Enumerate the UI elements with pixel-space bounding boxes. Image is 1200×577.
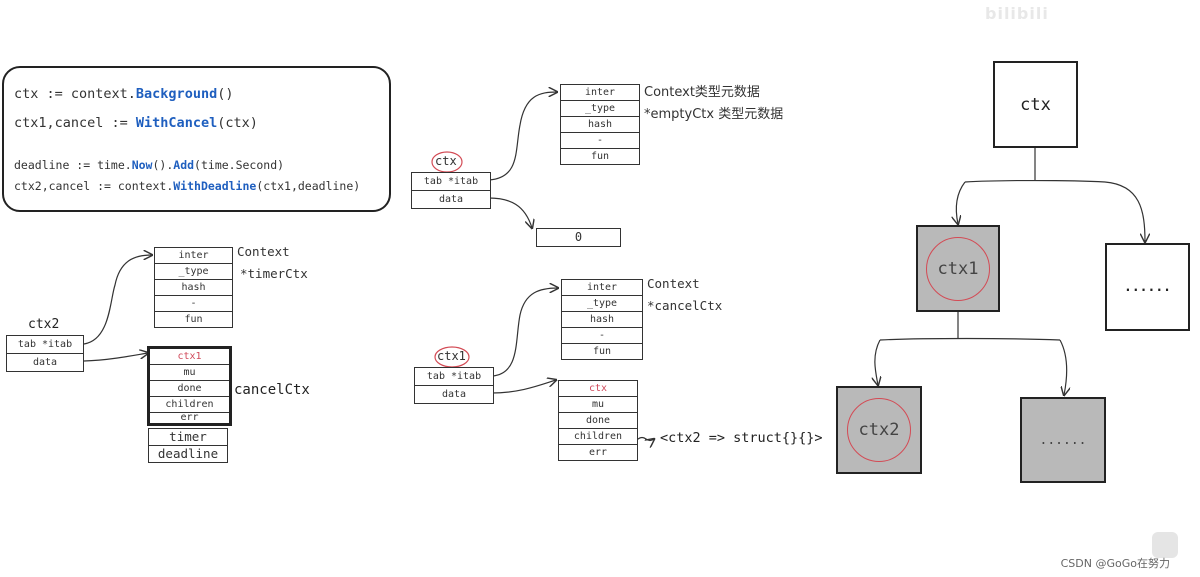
cancel-field-mu: mu [559,396,637,412]
deadline-field: deadline [149,445,227,462]
code-line-1: ctx := context.Background() [14,86,234,102]
itab-type: _type [561,100,639,116]
cancelctx-embedded-table: ctx1 mu done children err [147,346,232,426]
ctx-interface-box: tab *itab data [411,172,491,209]
itab-inter: inter [178,250,209,261]
itab-type: _type [155,263,232,279]
itab-inter: inter [586,282,618,293]
itab-dash: - [562,327,642,343]
timer-field: timer [169,429,207,444]
ctx1-circle: ctx1 [926,236,990,301]
timer-type-label2: *timerCtx [240,266,308,281]
itab-hash: hash [561,116,639,132]
ctx2-var-label: ctx2 [28,317,60,332]
tree-sibling2-label: ...... [1039,432,1087,448]
cancel-type-label2: *cancelCtx [647,298,723,313]
cancelctx-label: cancelCtx [234,382,310,398]
empty-type-label1: Context类型元数据 [644,85,760,100]
tree-node-root: ctx [993,61,1078,148]
cancel-field-ctx: ctx [588,383,608,394]
iface-tab-row: tab *itab [426,371,482,382]
code-box: ctx := context.Background() ctx1,cancel … [2,66,391,212]
itab-hash: hash [562,311,642,327]
cancel-field-children: children [559,428,637,444]
cancel-field-err: err [150,412,229,423]
cancel-field-mu: mu [150,364,229,380]
ctx-var-label: ctx [435,154,457,168]
iface-data-row: data [415,385,493,403]
itab-fun: fun [562,343,642,359]
tree-node-sibling1: ...... [1105,243,1190,331]
empty-data-value: 0 [574,230,583,244]
cancel-itab-table: inter _type hash - fun [561,279,643,360]
itab-fun: fun [155,311,232,327]
tree-root-label: ctx [1020,94,1051,115]
cancel-type-label1: Context [647,276,700,291]
itab-type: _type [562,295,642,311]
itab-hash: hash [155,279,232,295]
itab-dash: - [561,132,639,148]
footer-credit: CSDN @GoGo在努力 [1060,557,1170,570]
tree-sibling1-label: ...... [1124,279,1171,295]
ctx2-circle: ctx2 [847,398,911,462]
itab-inter: inter [584,87,616,98]
ctx2-interface-box: tab *itab data [6,335,84,372]
tree-node-sibling2: ...... [1020,397,1106,483]
timer-type-label1: Context [237,244,290,259]
tree-ctx1-label: ctx1 [937,258,979,279]
empty-data-box: 0 [536,228,621,247]
tree-node-ctx1: ctx1 [916,225,1000,312]
iface-tab-row: tab *itab [423,176,479,187]
tree-ctx2-label: ctx2 [858,420,900,440]
watermark: bilibili [985,4,1049,23]
children-note: <ctx2 => struct{}{}> [660,430,823,446]
empty-type-label2: *emptyCtx 类型元数据 [644,107,784,122]
timer-fields-table: timer deadline [148,428,228,463]
iface-data-row: data [7,353,83,371]
empty-itab-table: inter _type hash - fun [560,84,640,165]
cancel-field-done: done [150,380,229,396]
cancel-field-done: done [559,412,637,428]
itab-dash: - [155,295,232,311]
itab-fun: fun [561,148,639,164]
code-line-2: ctx1,cancel := WithCancel(ctx) [14,115,258,131]
iface-tab-row: tab *itab [17,339,73,350]
cancel-field-children: children [150,396,229,412]
code-line-4: ctx2,cancel := context.WithDeadline(ctx1… [14,179,361,193]
timer-itab-table: inter _type hash - fun [154,247,233,328]
tree-node-ctx2: ctx2 [836,386,922,474]
code-line-3: deadline := time.Now().Add(time.Second) [14,158,285,172]
cancelctx-table: ctx mu done children err [558,380,638,461]
play-icon[interactable] [1152,532,1178,558]
cancel-field-ctx1: ctx1 [177,351,202,362]
ctx1-var-label: ctx1 [437,349,466,363]
cancel-field-err: err [559,444,637,460]
iface-data-row: data [412,190,490,208]
ctx1-interface-box: tab *itab data [414,367,494,404]
